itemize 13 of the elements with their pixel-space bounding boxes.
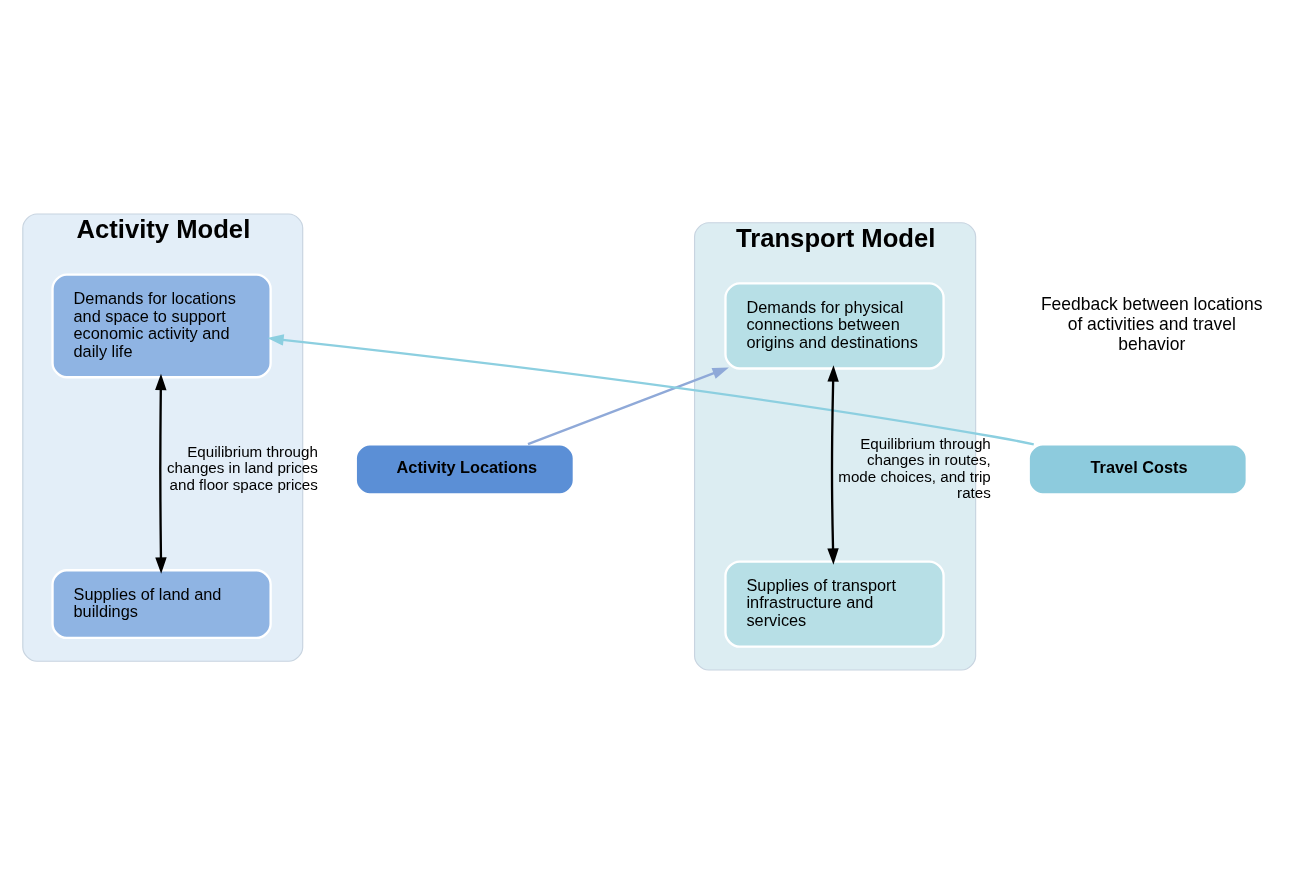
edge-label: Equilibrium through changes in routes, mode choices, and trip rates bbox=[838, 434, 991, 501]
node-box: Travel Costs bbox=[1027, 443, 1248, 496]
node-box: Demands for physical connections between origins and destinations bbox=[724, 282, 945, 370]
arrow bbox=[827, 365, 839, 565]
node-box: Supplies of land and buildings bbox=[51, 569, 272, 640]
arrow bbox=[155, 373, 167, 574]
node-box: Supplies of transport infrastructure and services bbox=[724, 560, 945, 648]
node-box: Demands for locations and space to support economic activity and daily life bbox=[51, 273, 272, 379]
arrow bbox=[527, 367, 729, 446]
arrow bbox=[267, 334, 1034, 446]
label: Feedback between locations of activities and travel behavior bbox=[1040, 294, 1263, 354]
edge-label: Equilibrium through changes in land prices and floor space prices bbox=[167, 443, 318, 493]
node-box: Activity Locations bbox=[354, 443, 576, 496]
